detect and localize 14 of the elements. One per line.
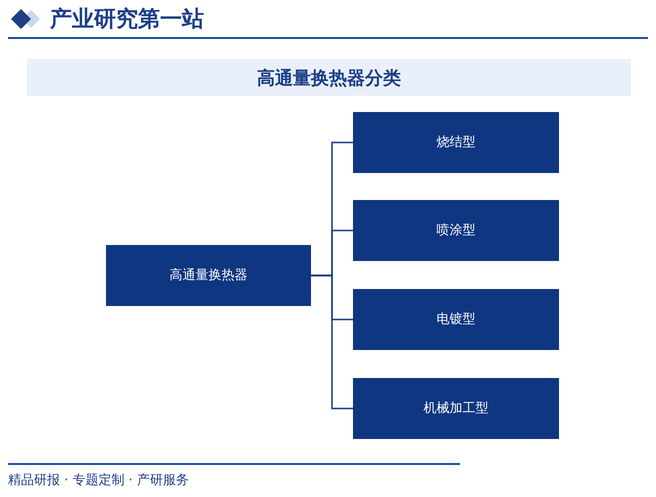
node-label: 机械加工型 <box>424 400 488 418</box>
diagram-title: 高通量换热器分类 <box>257 66 401 90</box>
node-label: 电镀型 <box>436 310 476 328</box>
node-label: 喷涂型 <box>436 222 476 240</box>
category-box <box>353 200 559 261</box>
category-box <box>353 378 559 439</box>
connector-line <box>311 274 353 410</box>
node-label: 高通量换热器 <box>170 266 248 284</box>
footer-text: 精品研报 · 专题定制 · 产研服务 <box>8 472 189 490</box>
header-text: 产业研究第一站 <box>50 5 204 34</box>
node-label: 烧结型 <box>436 134 476 152</box>
category-box <box>353 289 559 350</box>
category-box <box>106 245 311 306</box>
category-box <box>353 112 559 173</box>
